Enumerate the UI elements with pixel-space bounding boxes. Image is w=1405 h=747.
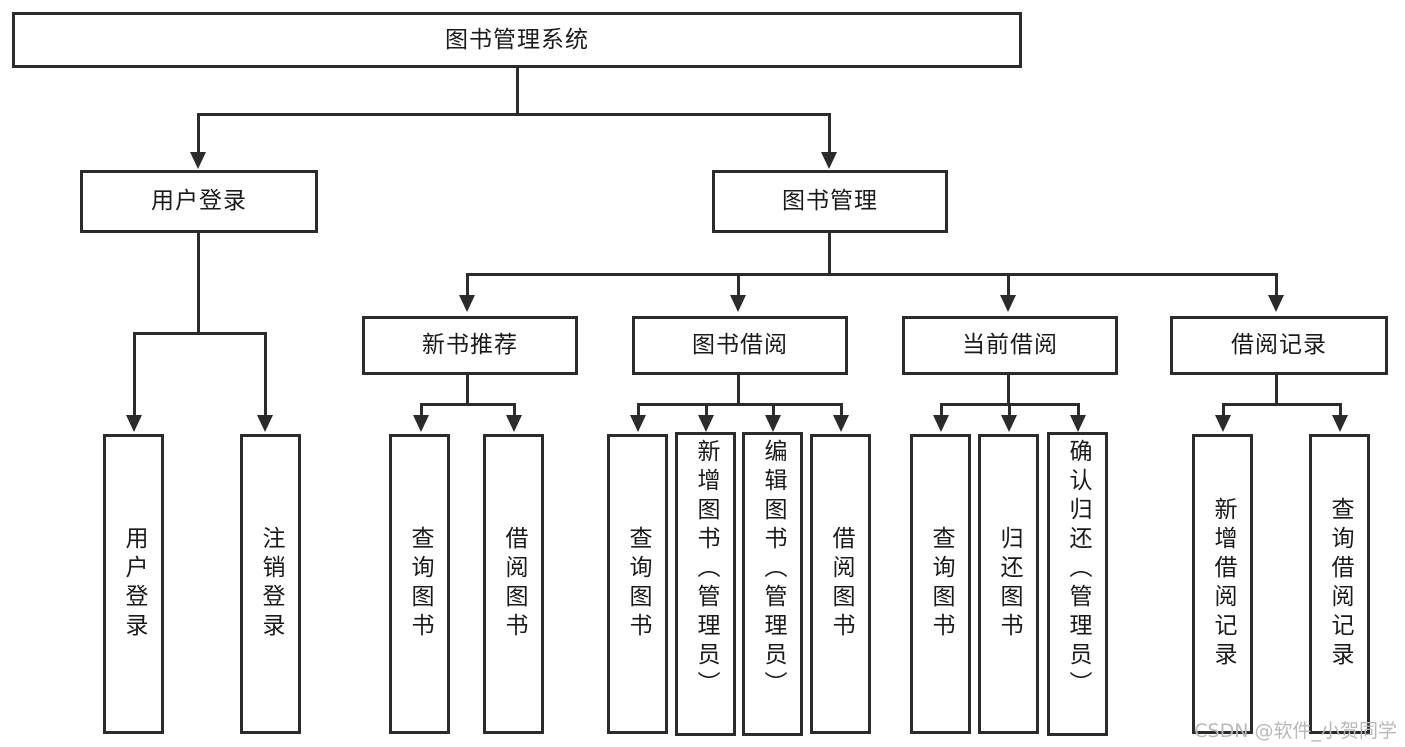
node-leaf-add-record[interactable]: 新增借阅记录 xyxy=(1192,434,1253,734)
node-leaf-query-record[interactable]: 查询借阅记录 xyxy=(1309,434,1370,734)
edge-nbr-to-leaf-1 xyxy=(420,403,423,417)
arrow-to-leaf-confirm-return xyxy=(1070,415,1086,432)
edge-new-book-rec-bus xyxy=(420,403,513,406)
node-leaf-return-book-label: 归还图书 xyxy=(996,526,1022,642)
edge-user-login-to-leaf-2 xyxy=(264,332,267,418)
node-book-manage-label: 图书管理 xyxy=(782,188,878,215)
edge-root-stem xyxy=(516,68,519,115)
edge-bb-to-leaf-2 xyxy=(705,403,708,417)
node-leaf-add-record-label: 新增借阅记录 xyxy=(1210,497,1236,671)
edge-to-new-book-rec xyxy=(466,273,469,298)
node-leaf-borrow-book-1[interactable]: 借阅图书 xyxy=(483,434,544,734)
arrow-to-leaf-add-record xyxy=(1215,415,1231,432)
edge-to-current-borrow xyxy=(1007,273,1010,298)
arrow-to-leaf-borrow-book-1 xyxy=(506,415,522,432)
edge-bb-to-leaf-3 xyxy=(772,403,775,417)
node-leaf-confirm-return-label: 确认归还（管理员） xyxy=(1065,439,1091,700)
node-leaf-query-book-1[interactable]: 查询图书 xyxy=(389,434,450,734)
node-leaf-borrow-book-2-label: 借阅图书 xyxy=(828,526,854,642)
node-user-login-label: 用户登录 xyxy=(151,188,247,215)
arrow-to-leaf-query-book-3 xyxy=(933,415,949,432)
arrow-to-leaf-edit-book xyxy=(765,415,781,432)
arrow-to-current-borrow xyxy=(1000,295,1016,312)
edge-borrow-record-stem xyxy=(1275,375,1278,405)
arrow-to-user-login xyxy=(190,152,206,169)
node-leaf-logout-label: 注销登录 xyxy=(258,526,284,642)
node-leaf-query-book-2-label: 查询图书 xyxy=(625,526,651,642)
edge-cb-to-leaf-2 xyxy=(1008,403,1011,417)
edge-cb-to-leaf-1 xyxy=(940,403,943,417)
node-leaf-return-book[interactable]: 归还图书 xyxy=(978,434,1039,734)
node-root-label: 图书管理系统 xyxy=(445,26,589,53)
node-leaf-add-book-label: 新增图书（管理员） xyxy=(693,439,719,700)
edge-root-to-user-login xyxy=(197,113,200,155)
edge-bb-to-leaf-4 xyxy=(840,403,843,417)
edge-book-manage-bus xyxy=(466,273,1278,276)
arrow-to-leaf-logout xyxy=(257,415,273,432)
edge-to-borrow-record xyxy=(1275,273,1278,298)
node-leaf-edit-book[interactable]: 编辑图书（管理员） xyxy=(742,432,803,736)
edge-new-book-rec-stem xyxy=(466,375,469,405)
node-borrow-record[interactable]: 借阅记录 xyxy=(1170,316,1388,375)
edge-root-bus xyxy=(197,113,831,116)
arrow-to-leaf-query-book-1 xyxy=(413,415,429,432)
node-leaf-borrow-book-1-label: 借阅图书 xyxy=(501,526,527,642)
edge-user-login-stem xyxy=(197,233,200,334)
node-user-login[interactable]: 用户登录 xyxy=(80,170,318,233)
edge-root-to-book-manage xyxy=(828,113,831,155)
node-book-manage[interactable]: 图书管理 xyxy=(712,170,948,233)
arrow-to-leaf-query-book-2 xyxy=(630,415,646,432)
edge-user-login-bus xyxy=(133,332,264,335)
node-leaf-query-book-1-label: 查询图书 xyxy=(407,526,433,642)
node-new-book-rec[interactable]: 新书推荐 xyxy=(362,316,578,375)
arrow-to-leaf-query-record xyxy=(1332,415,1348,432)
node-current-borrow-label: 当前借阅 xyxy=(962,332,1058,359)
arrow-to-leaf-return-book xyxy=(1001,415,1017,432)
node-leaf-query-book-3[interactable]: 查询图书 xyxy=(910,434,971,734)
arrow-to-book-borrow xyxy=(730,295,746,312)
edge-current-borrow-stem xyxy=(1007,375,1010,405)
edge-user-login-to-leaf-1 xyxy=(133,332,136,418)
arrow-to-new-book-rec xyxy=(459,295,475,312)
node-borrow-record-label: 借阅记录 xyxy=(1231,332,1327,359)
node-book-borrow[interactable]: 图书借阅 xyxy=(632,316,848,375)
node-leaf-user-login-label: 用户登录 xyxy=(121,526,147,642)
edge-cb-to-leaf-3 xyxy=(1077,403,1080,417)
node-new-book-rec-label: 新书推荐 xyxy=(422,332,518,359)
node-root[interactable]: 图书管理系统 xyxy=(12,12,1022,68)
edge-to-book-borrow xyxy=(737,273,740,298)
node-leaf-logout[interactable]: 注销登录 xyxy=(240,434,301,734)
node-leaf-query-book-2[interactable]: 查询图书 xyxy=(607,434,668,734)
node-current-borrow[interactable]: 当前借阅 xyxy=(902,316,1118,375)
arrow-to-leaf-user-login xyxy=(126,415,142,432)
node-leaf-edit-book-label: 编辑图书（管理员） xyxy=(760,439,786,700)
arrow-to-borrow-record xyxy=(1268,295,1284,312)
node-leaf-user-login[interactable]: 用户登录 xyxy=(103,434,164,734)
node-leaf-query-record-label: 查询借阅记录 xyxy=(1327,497,1353,671)
edge-br-to-leaf-1 xyxy=(1222,403,1225,417)
edge-book-borrow-stem xyxy=(737,375,740,405)
node-leaf-confirm-return[interactable]: 确认归还（管理员） xyxy=(1047,432,1108,736)
edge-br-to-leaf-2 xyxy=(1339,403,1342,417)
node-leaf-borrow-book-2[interactable]: 借阅图书 xyxy=(810,434,871,734)
node-book-borrow-label: 图书借阅 xyxy=(692,332,788,359)
edge-nbr-to-leaf-2 xyxy=(513,403,516,417)
node-leaf-query-book-3-label: 查询图书 xyxy=(928,526,954,642)
node-leaf-add-book[interactable]: 新增图书（管理员） xyxy=(675,432,736,736)
arrow-to-leaf-add-book xyxy=(698,415,714,432)
edge-borrow-record-bus xyxy=(1222,403,1342,406)
edge-book-borrow-bus xyxy=(637,403,843,406)
arrow-to-leaf-borrow-book-2 xyxy=(833,415,849,432)
edge-book-manage-stem xyxy=(828,233,831,275)
edge-bb-to-leaf-1 xyxy=(637,403,640,417)
arrow-to-book-manage xyxy=(821,152,837,169)
